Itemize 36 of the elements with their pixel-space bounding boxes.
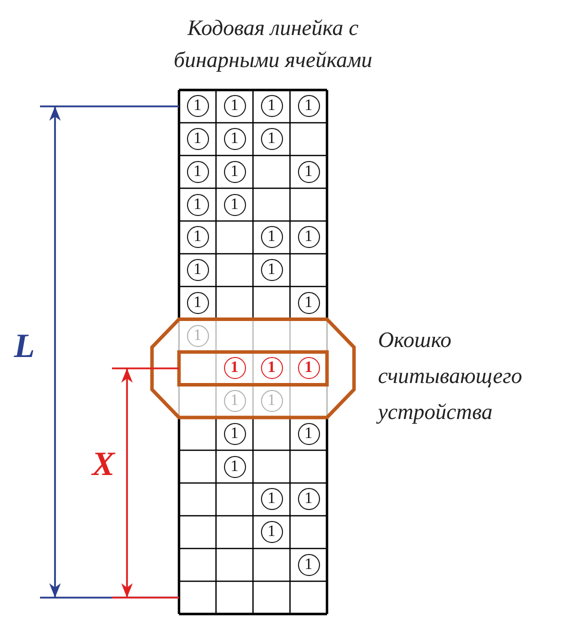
circled-digit: 1 [260,521,282,544]
circled-digit: 1 [186,160,208,183]
circled-digit: 1 [224,95,246,118]
dimension-label: X [92,446,115,484]
circled-digit: 1 [186,194,208,216]
circled-digit: 1 [298,488,320,510]
circled-digit: 1 [260,390,282,412]
circled-digit: 1 [260,226,282,248]
circled-digit: 1 [224,456,246,478]
circled-digit: 1 [260,259,282,282]
circled-digit: 1 [298,554,320,576]
circled-digit: 1 [298,357,320,380]
circled-digit: 1 [298,292,320,314]
circled-digit: 1 [224,390,246,412]
circled-digit: 1 [260,488,282,510]
circled-digit: 1 [260,128,282,150]
circled-digit: 1 [260,357,282,380]
circled-digit: 1 [186,324,208,347]
ruler-title: Кодовая линейка с бинарными ячейками [172,14,374,74]
circled-digit: 1 [298,226,320,248]
circled-digit: 1 [186,259,208,282]
circled-digit: 1 [224,194,246,216]
circled-digit: 1 [224,160,246,183]
circled-digit: 1 [186,128,208,150]
circled-digit: 1 [186,95,208,118]
circled-digit: 1 [298,422,320,445]
circled-digit: 1 [186,292,208,314]
circled-digit: 1 [298,160,320,183]
circled-digit: 1 [224,422,246,445]
circled-digit: 1 [186,226,208,248]
circled-digit: 1 [260,95,282,118]
circled-digit: 1 [224,128,246,150]
circled-digit: 1 [298,95,320,118]
circled-digit: 1 [224,357,246,380]
dimension-label: L [14,328,35,366]
window-caption: Окошко считывающего устройства [378,326,524,426]
